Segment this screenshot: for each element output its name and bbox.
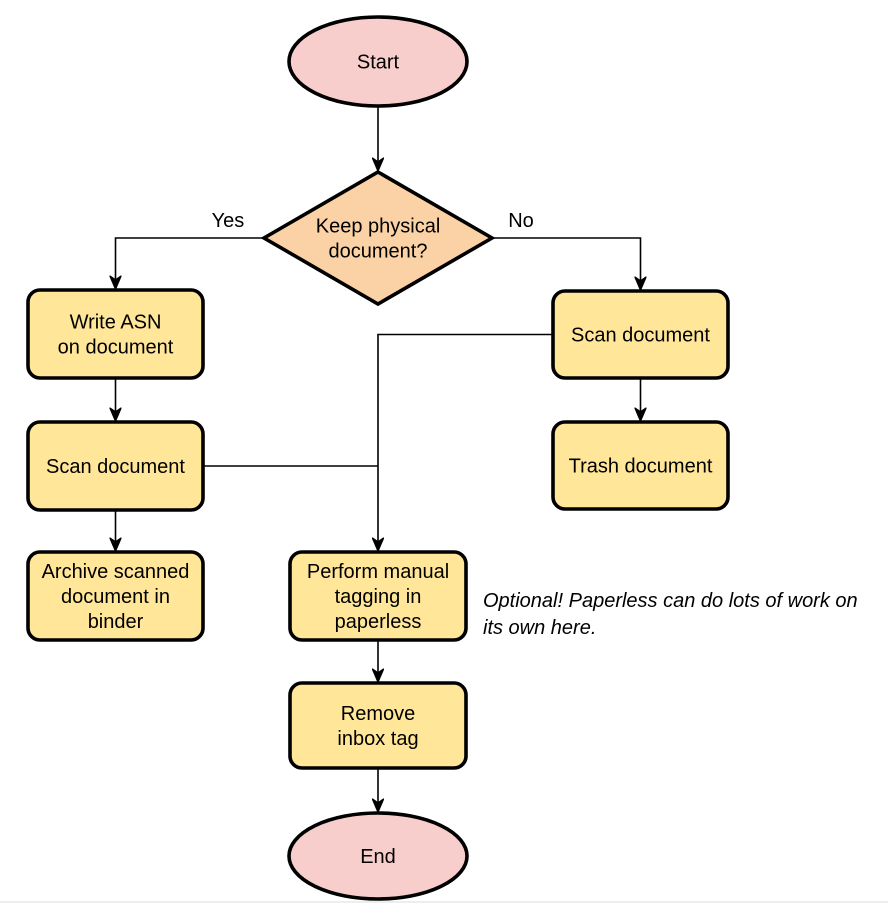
edge-decision-no-to-scan-right	[492, 237, 641, 290]
no-label: No	[508, 210, 534, 232]
write-asn-shape	[26, 288, 205, 380]
end-label: End	[360, 846, 396, 868]
start-label: Start	[357, 52, 400, 74]
node-trash-document: Trash document	[551, 420, 730, 511]
annotation-text: Optional! Paperless can do lots of work …	[483, 590, 858, 639]
keep-physical-decision-shape	[260, 169, 496, 307]
trash-document-label: Trash document	[569, 456, 713, 478]
scan-document-right-label: Scan document	[571, 325, 710, 347]
edge-decision-yes-to-write-asn	[116, 237, 264, 289]
node-scan-document-right: Scan document	[551, 289, 730, 380]
edge-scan-right-to-tagging	[378, 333, 553, 552]
node-end: End	[287, 811, 469, 901]
trash-document-shape	[551, 420, 730, 511]
yes-label: Yes	[212, 210, 245, 232]
node-start: Start	[287, 15, 469, 108]
start-shape	[287, 15, 469, 108]
scan-document-right-shape	[551, 289, 730, 380]
archive-scanned-shape	[26, 550, 205, 642]
scan-document-left-label: Scan document	[46, 456, 185, 478]
end-shape	[287, 811, 469, 901]
scan-document-left-shape	[26, 420, 205, 512]
remove-inbox-tag-shape	[288, 681, 468, 770]
node-scan-document-left: Scan document	[26, 420, 205, 512]
manual-tagging-shape	[288, 550, 468, 642]
